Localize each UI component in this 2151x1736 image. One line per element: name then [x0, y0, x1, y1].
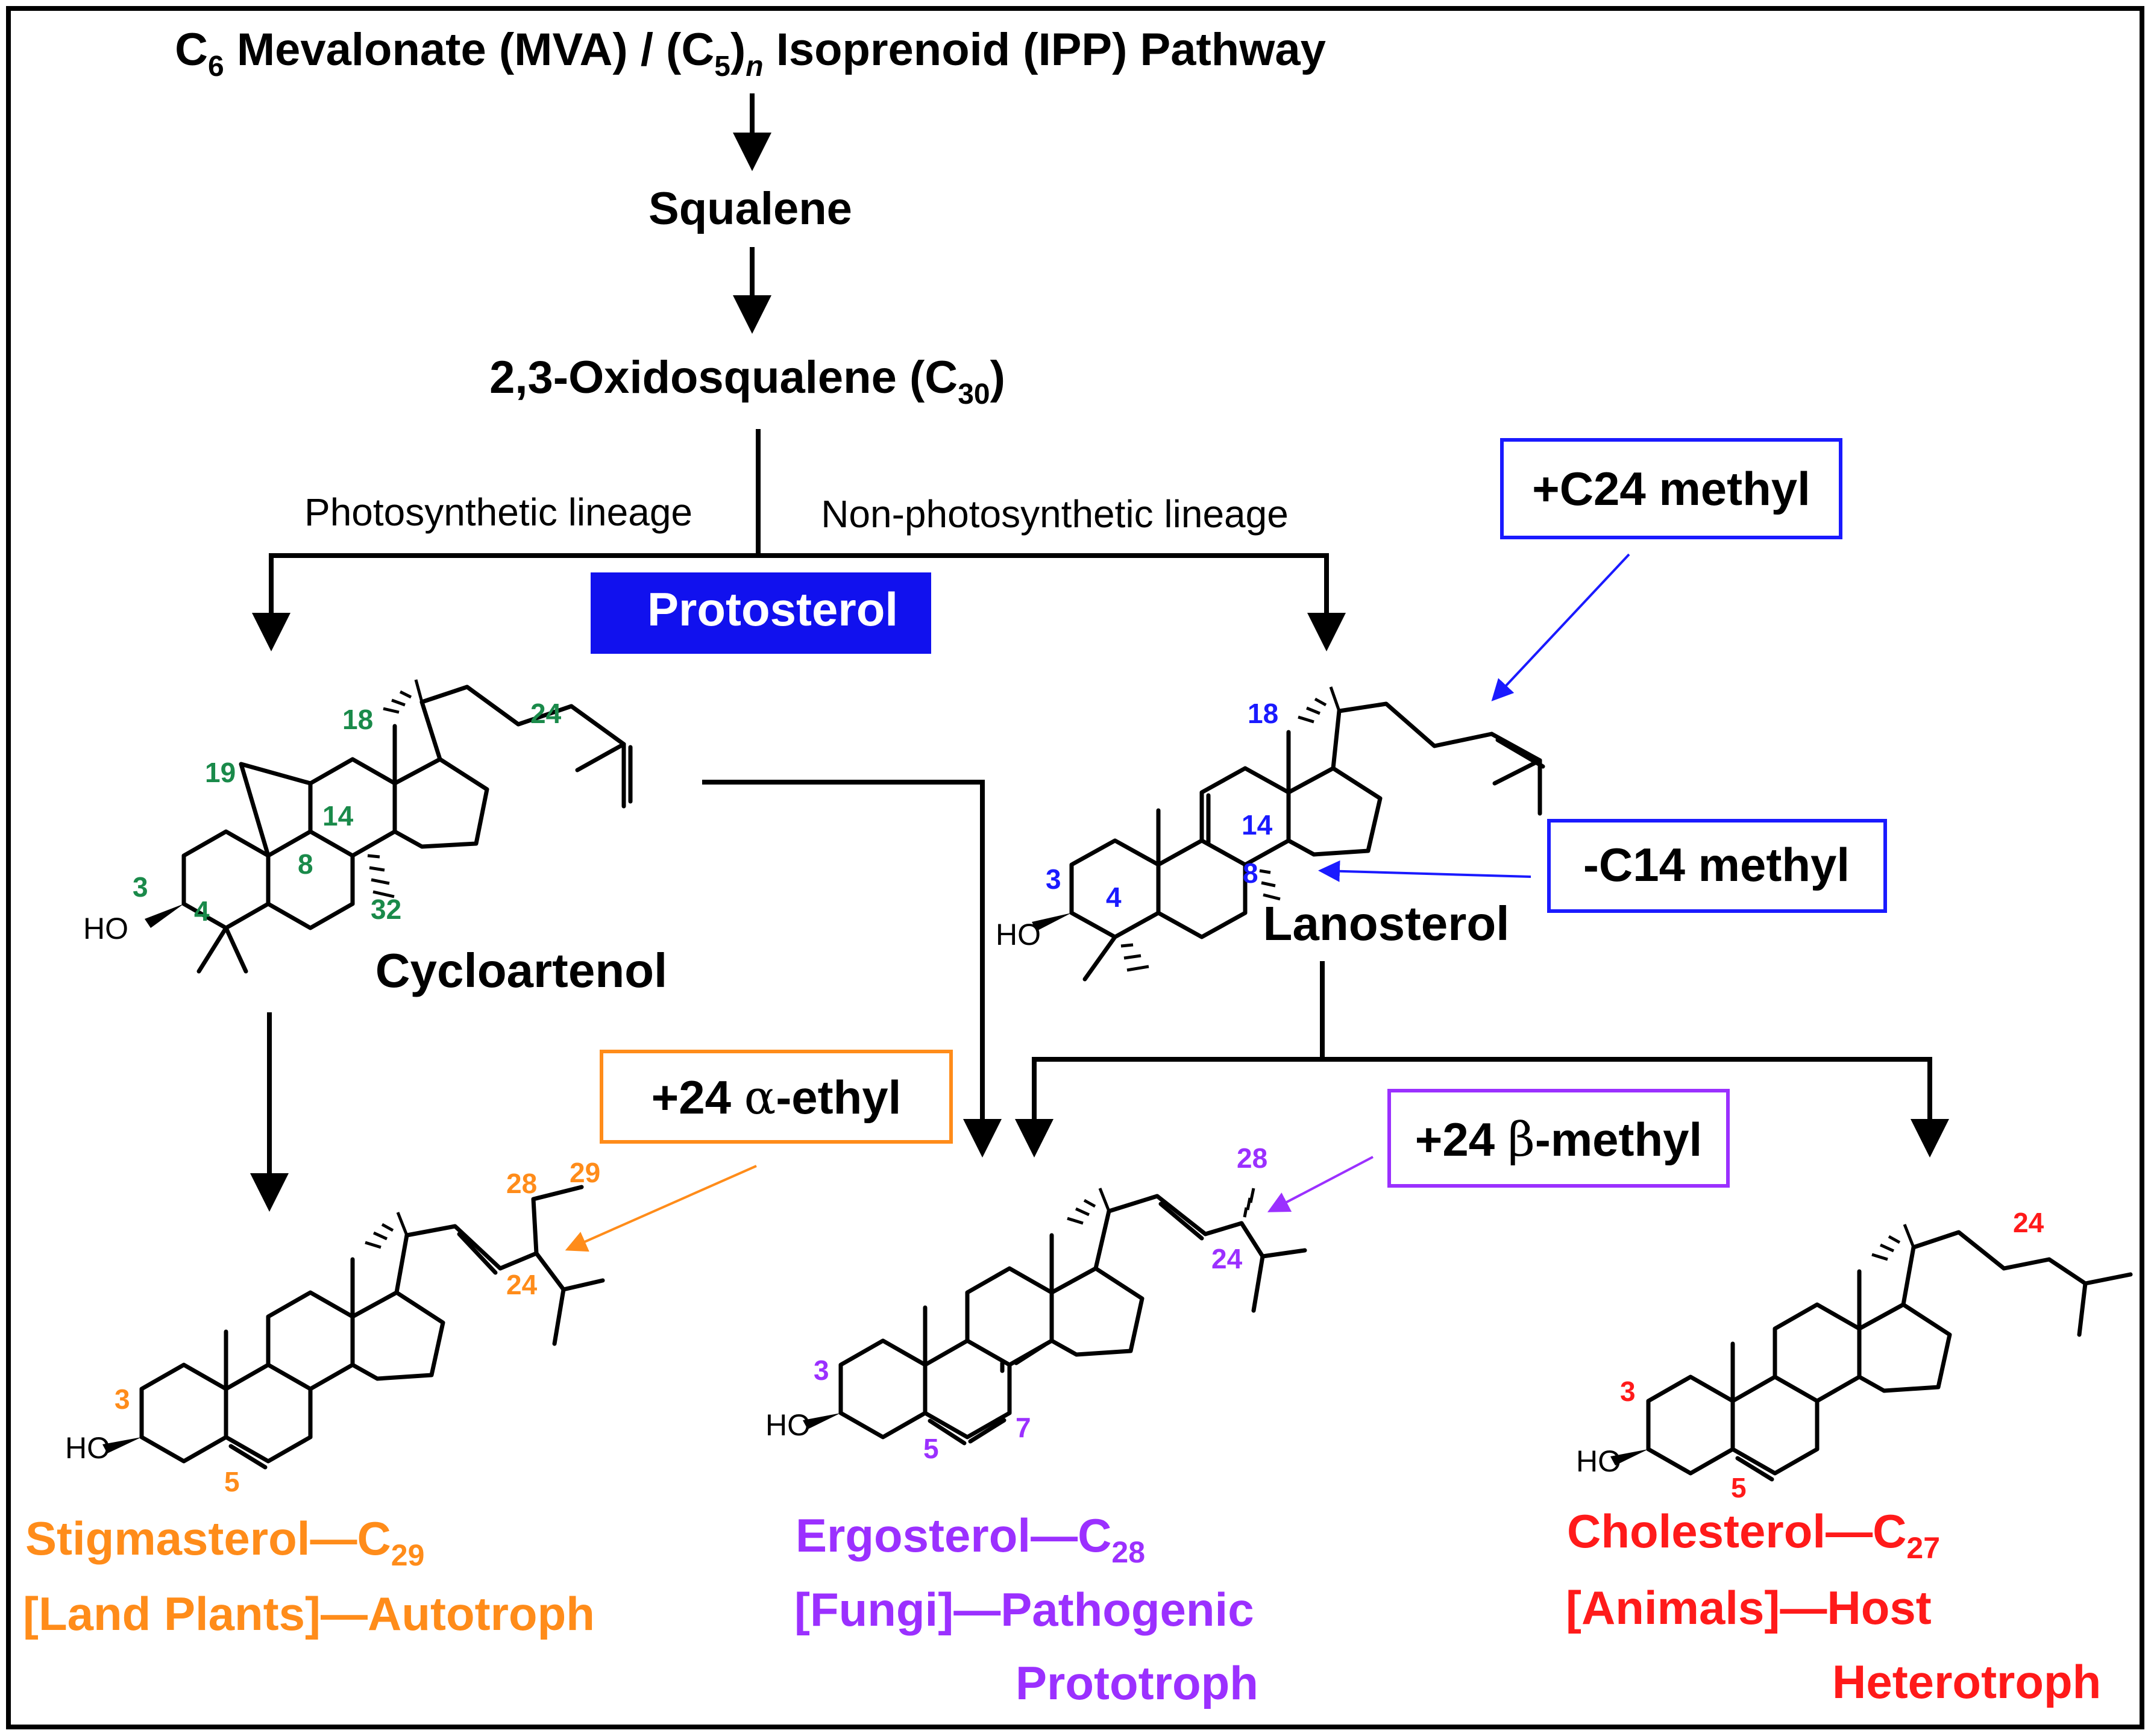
- beta-methyl-arrow: [1267, 1156, 1374, 1212]
- ergosterol-structure: [803, 1188, 1307, 1446]
- ergo-num-3: 3: [814, 1355, 829, 1386]
- lanosterol-name: Lanosterol: [1263, 897, 1510, 950]
- lano-num-3: 3: [1046, 863, 1061, 895]
- stigmasterol-name: Stigmasterol—C29: [25, 1512, 424, 1572]
- alpha-ethyl-box: [600, 1050, 953, 1144]
- stigmasterol-ho: HO: [65, 1431, 110, 1465]
- c24-methyl-label: +C24 methyl: [1532, 462, 1810, 515]
- lanosterol-structure: [1032, 686, 1545, 982]
- lano-num-18: 18: [1248, 698, 1278, 729]
- non-photosynthetic-lineage-label: Non-photosynthetic lineage: [821, 492, 1289, 536]
- c14-methyl-box: [1547, 819, 1887, 913]
- stigmasterol-group: [Land Plants]—Autotroph: [23, 1587, 595, 1640]
- beta-methyl-box: [1387, 1089, 1730, 1188]
- ergo-num-7: 7: [1016, 1412, 1031, 1443]
- outer-frame: [6, 6, 2144, 1729]
- stig-num-28: 28: [506, 1168, 537, 1199]
- pathway-title: C6 Mevalonate (MVA) / (C5)n Isoprenoid (…: [175, 24, 1326, 83]
- stig-num-3: 3: [115, 1383, 130, 1415]
- cholesterol-trophic: Heterotroph: [1832, 1655, 2101, 1708]
- chol-num-24: 24: [2013, 1207, 2044, 1238]
- cyclo-num-24: 24: [530, 698, 562, 729]
- ergosterol-trophic: Prototroph: [1016, 1656, 1258, 1709]
- ergosterol-group: [Fungi]—Pathogenic: [794, 1583, 1254, 1636]
- c24-methyl-arrow: [1491, 553, 1630, 701]
- cholesterol-ho: HO: [1576, 1444, 1621, 1478]
- lano-num-4: 4: [1106, 882, 1122, 913]
- cyclo-num-18: 18: [342, 704, 373, 735]
- ergo-num-28: 28: [1237, 1142, 1267, 1174]
- alpha-ethyl-label: +24 α-ethyl: [652, 1071, 902, 1125]
- cycloartenol-ho: HO: [83, 912, 128, 945]
- stig-num-24: 24: [506, 1269, 538, 1300]
- ergosterol-ho: HO: [765, 1408, 811, 1442]
- cycloartenol-structure: [145, 679, 633, 974]
- beta-methyl-label: +24 β-methyl: [1415, 1113, 1702, 1167]
- cyclo-num-4: 4: [194, 895, 210, 927]
- ergosterol-name: Ergosterol—C28: [796, 1509, 1145, 1569]
- cycloartenol-name: Cycloartenol: [375, 944, 668, 997]
- cholesterol-group: [Animals]—Host: [1566, 1581, 1932, 1634]
- cyclo-num-3: 3: [133, 871, 148, 903]
- c14-methyl-label: -C14 methyl: [1583, 838, 1850, 891]
- alpha-ethyl-arrow: [565, 1165, 757, 1252]
- stigmasterol-structure: [102, 1185, 605, 1470]
- ergo-num-24: 24: [1211, 1243, 1243, 1274]
- c24-methyl-box: [1500, 438, 1842, 539]
- oxidosqualene-label: 2,3-Oxidosqualene (C30): [489, 352, 1005, 410]
- cholesterol-structure: [1610, 1224, 2133, 1482]
- c14-methyl-arrow: [1318, 860, 1531, 882]
- protosterol-box: [591, 572, 931, 654]
- cyclo-num-8: 8: [298, 848, 313, 880]
- cyclo-num-19: 19: [205, 757, 236, 788]
- cyclo-num-32: 32: [371, 894, 401, 925]
- squalene-label: Squalene: [648, 183, 852, 234]
- stig-num-5: 5: [224, 1466, 240, 1497]
- lano-num-14: 14: [1242, 809, 1273, 841]
- cholesterol-name: Cholesterol—C27: [1567, 1505, 1940, 1565]
- stig-num-29: 29: [570, 1157, 600, 1188]
- ergo-num-5: 5: [923, 1433, 939, 1464]
- cyclo-num-14: 14: [322, 800, 354, 832]
- photosynthetic-lineage-label: Photosynthetic lineage: [304, 490, 692, 534]
- chol-num-3: 3: [1620, 1376, 1636, 1407]
- chol-num-5: 5: [1731, 1472, 1747, 1503]
- lanosterol-ho: HO: [996, 918, 1041, 951]
- lano-num-8: 8: [1243, 857, 1258, 889]
- connector-to-ergosterol: [702, 780, 1002, 1158]
- protosterol-label: Protosterol: [647, 583, 898, 636]
